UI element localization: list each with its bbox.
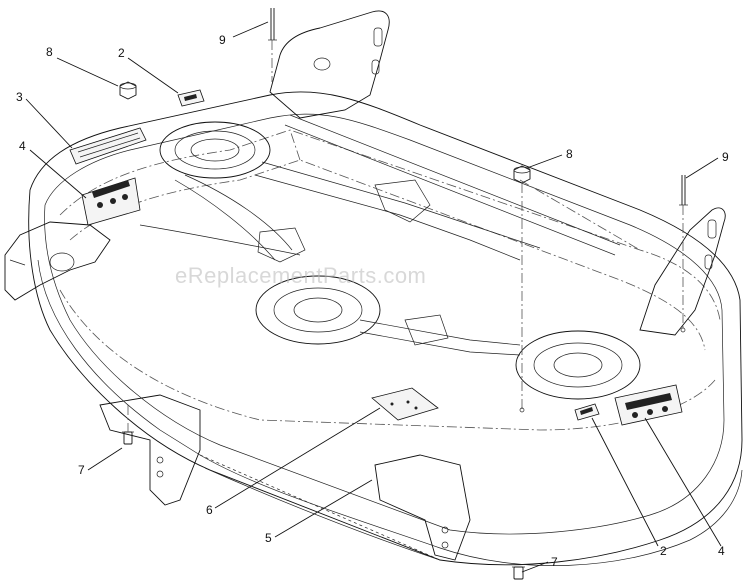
decal-item-2-top (177, 89, 205, 107)
belt-channel (139, 114, 621, 356)
bracket-rear-right (639, 207, 726, 336)
bolt-item-7-left (122, 405, 134, 445)
callout-2-bottom: 2 (660, 544, 667, 558)
callout-6: 6 (206, 503, 213, 517)
bracket-front (99, 394, 471, 561)
nut-item-8-right (513, 165, 531, 413)
leader-lines (25, 21, 722, 573)
spindle-housing-right (515, 330, 641, 400)
decal-item-4-left (81, 177, 141, 226)
callout-4-right: 4 (718, 544, 725, 558)
spindle-housing-left (159, 121, 271, 179)
callout-8-right: 8 (566, 147, 573, 161)
deck-housing (28, 91, 743, 566)
bolt-item-7-bottom (512, 566, 525, 580)
callout-9-right: 9 (722, 150, 729, 164)
pin-item-9-top (268, 8, 277, 82)
decal-item-2-bottom (574, 403, 600, 421)
belt-cover-plate (371, 387, 439, 421)
bracket-rear-left (269, 10, 390, 119)
callout-3: 3 (16, 90, 23, 104)
nut-item-8-left (119, 81, 137, 100)
callout-2-top: 2 (118, 46, 125, 60)
pin-item-9-right (679, 175, 688, 333)
callout-7-left: 7 (78, 463, 85, 477)
spindle-housing-center (255, 275, 381, 345)
bracket-front-left (4, 221, 111, 301)
decal-item-4-right (614, 384, 683, 426)
idler-plate (257, 179, 449, 346)
watermark-text: eReplacementParts.com (175, 263, 426, 288)
callout-8-left: 8 (46, 45, 53, 59)
callout-labels: 8 2 9 3 4 8 9 7 6 5 2 4 7 (16, 33, 729, 569)
callout-5: 5 (265, 531, 272, 545)
callout-4-left: 4 (19, 139, 26, 153)
callout-7-bottom: 7 (551, 555, 558, 569)
callout-9-top: 9 (219, 33, 226, 47)
decal-item-3 (69, 127, 147, 165)
